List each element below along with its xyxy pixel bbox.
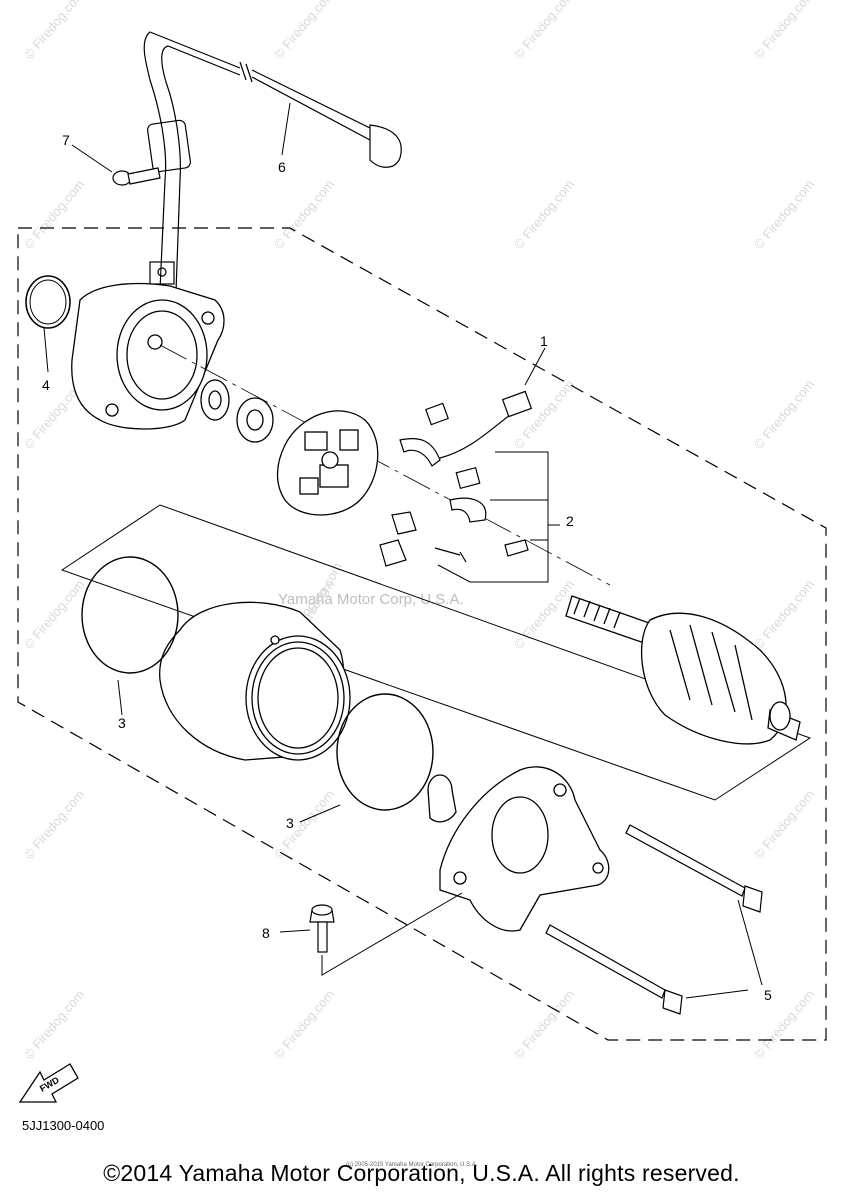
watermark: © Firedog.com: [271, 987, 337, 1062]
watermark: © Firedog.com: [511, 377, 577, 452]
leader-line-8: [321, 892, 463, 976]
assembly-boundary-dashed: [17, 227, 827, 1041]
callout-6: 6: [278, 159, 286, 175]
leader-line-7: [71, 144, 113, 173]
watermark: © Firedog.com: [751, 0, 817, 62]
bolt-8: [309, 904, 335, 953]
watermark: © Firedog.com: [511, 177, 577, 252]
callout-2: 2: [566, 513, 574, 529]
bearing-seal: [200, 379, 274, 443]
o-ring-3-right: [336, 693, 434, 811]
watermark: © Firedog.com: [751, 787, 817, 862]
leader-line-1: [524, 347, 546, 386]
callout-3: 3: [286, 815, 294, 831]
screw-7: [112, 167, 161, 186]
center-watermark: Yamaha Motor Corp, U.S.A.: [278, 591, 464, 608]
callout-8: 8: [262, 925, 270, 941]
leader-line-4: [43, 327, 49, 373]
armature: [565, 595, 801, 745]
watermark: © Firedog.com: [511, 987, 577, 1062]
watermark: © Firedog.com: [21, 787, 87, 862]
callout-7: 7: [62, 132, 70, 148]
watermark: © Firedog.com: [21, 0, 87, 62]
leader-line-6: [281, 102, 291, 156]
tiny-copyright: (c) 2005-2015 Yamaha Motor Corporation, …: [346, 1162, 478, 1168]
o-ring-3-left: [81, 556, 179, 674]
through-bolts-5: [545, 824, 763, 1015]
watermark: © Firedog.com: [271, 787, 337, 862]
watermark: © Firedog.com: [511, 0, 577, 62]
fwd-arrow-icon: FWD: [18, 1063, 79, 1103]
watermark: © Firedog.com: [751, 377, 817, 452]
part-number: 5JJ1300-0400: [22, 1118, 105, 1133]
callout-1: 1: [540, 333, 548, 349]
armature-panel-dashed: [60, 504, 812, 801]
leader-line-3b: [299, 804, 341, 823]
rear-cover: [439, 766, 610, 932]
brush-set-2: [379, 390, 533, 567]
lead-wire: [143, 31, 402, 293]
callout-5: 5: [764, 987, 772, 1003]
callout-3: 3: [118, 715, 126, 731]
watermark: © Firedog.com: [21, 987, 87, 1062]
front-cover: [71, 282, 225, 430]
watermark: © Firedog.com: [751, 987, 817, 1062]
o-ring-4: [25, 275, 71, 329]
watermark: © Firedog.com: [271, 0, 337, 62]
watermark: © Firedog.com: [271, 177, 337, 252]
brush-holder: [276, 410, 379, 516]
watermark: © Firedog.com: [751, 177, 817, 252]
watermark: © Firedog.com: [751, 577, 817, 652]
watermark: © Firedog.com: [21, 177, 87, 252]
leader-lines-5: [685, 899, 763, 999]
yoke: [159, 601, 351, 761]
callout-4: 4: [42, 377, 50, 393]
center-axis: [159, 344, 611, 586]
o-ring-4-inner: [29, 279, 67, 325]
copyright-notice: ©2014 Yamaha Motor Corporation, U.S.A. A…: [103, 1160, 740, 1186]
watermark-layer: © Firedog.com © Firedog.com © Firedog.co…: [21, 0, 817, 1062]
leader-line-3a: [117, 679, 123, 716]
watermark: © Firedog.com: [21, 577, 87, 652]
leader-lines-2: [437, 451, 560, 583]
leader-line-8b: [279, 929, 311, 933]
bushing: [427, 774, 457, 823]
